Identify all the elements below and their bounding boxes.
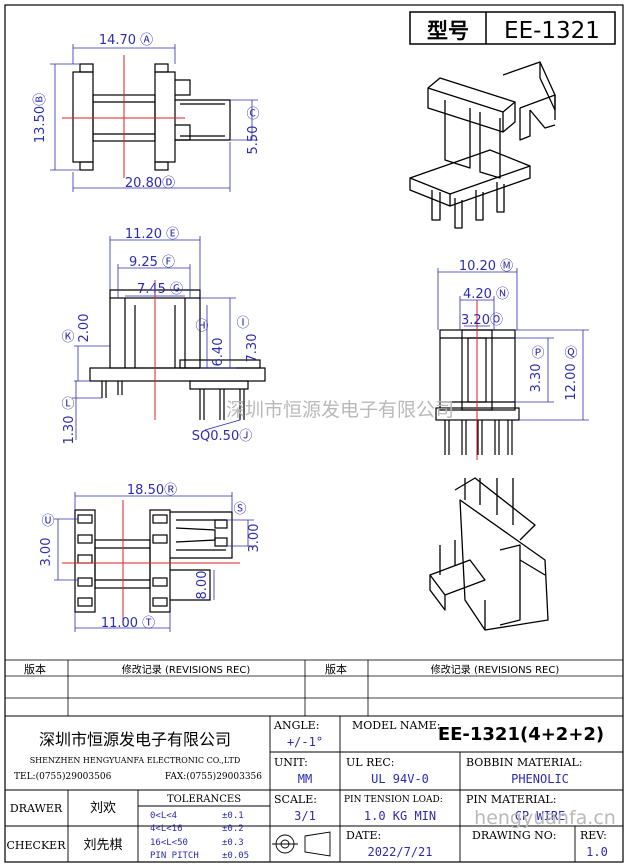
- checker-label: CHECKER: [7, 839, 67, 852]
- dim-q: 12.00: [564, 363, 579, 400]
- dim-o: 3.20Ⓞ: [461, 313, 503, 328]
- rev-record-label-1: 修改记录 (REVISIONS REC): [122, 663, 251, 676]
- model-name-label: MODEL NAME:: [352, 719, 441, 732]
- dim-h-marker: Ⓗ: [195, 319, 208, 334]
- dim-a: 14.70 Ⓐ: [99, 33, 153, 48]
- angle-label: ANGLE:: [273, 719, 319, 732]
- company-name-en: SHENZHEN HENGYUANFA ELECTRONIC CO.,LTD: [30, 756, 241, 765]
- scale-value: 3/1: [294, 809, 316, 823]
- rev-label: REV:: [580, 829, 607, 842]
- drawing-no-label: DRAWING NO:: [472, 829, 557, 842]
- rev-record-label-2: 修改记录 (REVISIONS REC): [431, 663, 560, 676]
- dim-u-marker: Ⓤ: [41, 514, 54, 529]
- iso-view-bottom: [429, 477, 549, 631]
- company-tel: TEL:(0755)29003506: [14, 771, 112, 782]
- angle-value: +/-1°: [287, 735, 323, 749]
- date-label: DATE:: [346, 829, 381, 842]
- tol-range-3: 16<L<50: [150, 838, 188, 848]
- dim-i: 7.30: [245, 334, 260, 363]
- dim-k: 2.00: [77, 314, 92, 343]
- bobbin-value: PHENOLIC: [511, 772, 569, 786]
- dim-c-marker: Ⓒ: [246, 107, 259, 122]
- tol-range-2: 4<L<16: [150, 824, 183, 834]
- ul-label: UL REC:: [346, 756, 395, 769]
- dim-c: 5.50: [246, 126, 261, 155]
- rev-version-label-1: 版本: [24, 662, 46, 676]
- model-label: 型号: [427, 19, 469, 43]
- watermark-bottom: hengyuanfa.cn: [474, 807, 616, 829]
- tol-value-4: ±0.05: [222, 851, 249, 861]
- dim-q-marker: Ⓠ: [564, 346, 577, 361]
- model-value: EE-1321: [504, 18, 600, 44]
- drawer-name: 刘欢: [90, 801, 116, 816]
- bottom-view-dims: [54, 492, 254, 632]
- dim-l-marker: Ⓛ: [61, 397, 74, 412]
- dim-d: 20.80Ⓓ: [125, 176, 175, 191]
- dim-b: 13.50Ⓑ: [33, 93, 48, 143]
- checker-name: 刘先棋: [83, 838, 122, 853]
- dim-j: SQ0.50Ⓙ: [192, 429, 252, 444]
- dim-f: 9.25 Ⓕ: [129, 255, 175, 270]
- bottom-view: [74, 509, 233, 613]
- unit-value: MM: [298, 772, 312, 786]
- front-view-dims: [72, 236, 241, 440]
- tol-value-3: ±0.3: [222, 838, 244, 848]
- dim-s: 3.00: [247, 524, 262, 553]
- dim-i-marker: Ⓘ: [236, 316, 249, 331]
- projection-symbol: [272, 831, 331, 857]
- tol-range-1: 0<L<4: [150, 811, 177, 821]
- top-view-dims: [50, 44, 258, 192]
- dim-l: 1.30: [62, 416, 77, 445]
- dim-p-marker: Ⓟ: [531, 346, 544, 361]
- front-view: [89, 289, 266, 420]
- pin-tension-label: PIN TENSION LOAD:: [344, 795, 443, 805]
- dim-u: 3.00: [39, 538, 54, 567]
- title-block-grid: [4, 715, 624, 863]
- dim-s-marker: Ⓢ: [233, 502, 246, 517]
- company-fax: FAX:(0755)29003356: [165, 771, 262, 782]
- top-view-centerlines: [62, 55, 185, 178]
- pin-material-value: CP WIRE: [515, 809, 566, 823]
- dim-g: 7.45 Ⓖ: [137, 282, 183, 297]
- pin-material-label: PIN MATERIAL:: [466, 793, 556, 806]
- dim-p: 3.30: [529, 364, 544, 393]
- tol-value-1: ±0.1: [222, 811, 244, 821]
- scale-label: SCALE:: [274, 793, 317, 806]
- ul-value: UL 94V-0: [371, 772, 429, 786]
- tolerances-header: TOLERANCES: [167, 794, 241, 805]
- iso-view-top: [409, 61, 556, 229]
- company-name-cn: 深圳市恒源发电子有限公司: [39, 730, 231, 749]
- dim-r: 18.50Ⓡ: [127, 483, 177, 498]
- dim-t: 11.00 Ⓣ: [101, 616, 155, 631]
- pin-tension-value: 1.0 KG MIN: [364, 809, 436, 823]
- dim-h: 6.40: [211, 338, 226, 367]
- tol-range-4: PIN PITCH: [150, 851, 199, 861]
- tol-value-2: ±0.2: [222, 824, 244, 834]
- top-view: [72, 63, 231, 171]
- watermark-middle: 深圳市恒源发电子有限公司: [226, 399, 454, 421]
- model-name-value: EE-1321(4+2+2): [438, 724, 604, 745]
- date-value: 2022/7/21: [367, 845, 432, 859]
- dim-k-marker: Ⓚ: [61, 330, 74, 345]
- rev-value: 1.0: [586, 845, 608, 859]
- dim-v: 8.00: [195, 571, 210, 600]
- rev-version-label-2: 版本: [325, 662, 347, 676]
- dim-n: 4.20 Ⓝ: [463, 287, 509, 302]
- dim-m: 10.20 Ⓜ: [459, 259, 513, 274]
- bottom-view-centerlines: [62, 500, 240, 625]
- drawer-label: DRAWER: [10, 802, 63, 815]
- model-title-box: 型号 EE-1321: [409, 11, 616, 45]
- bobbin-label: BOBBIN MATERIAL:: [466, 756, 583, 769]
- unit-label: UNIT:: [274, 756, 308, 769]
- dim-e: 11.20 Ⓔ: [125, 227, 179, 242]
- side-view-dims: [437, 268, 589, 421]
